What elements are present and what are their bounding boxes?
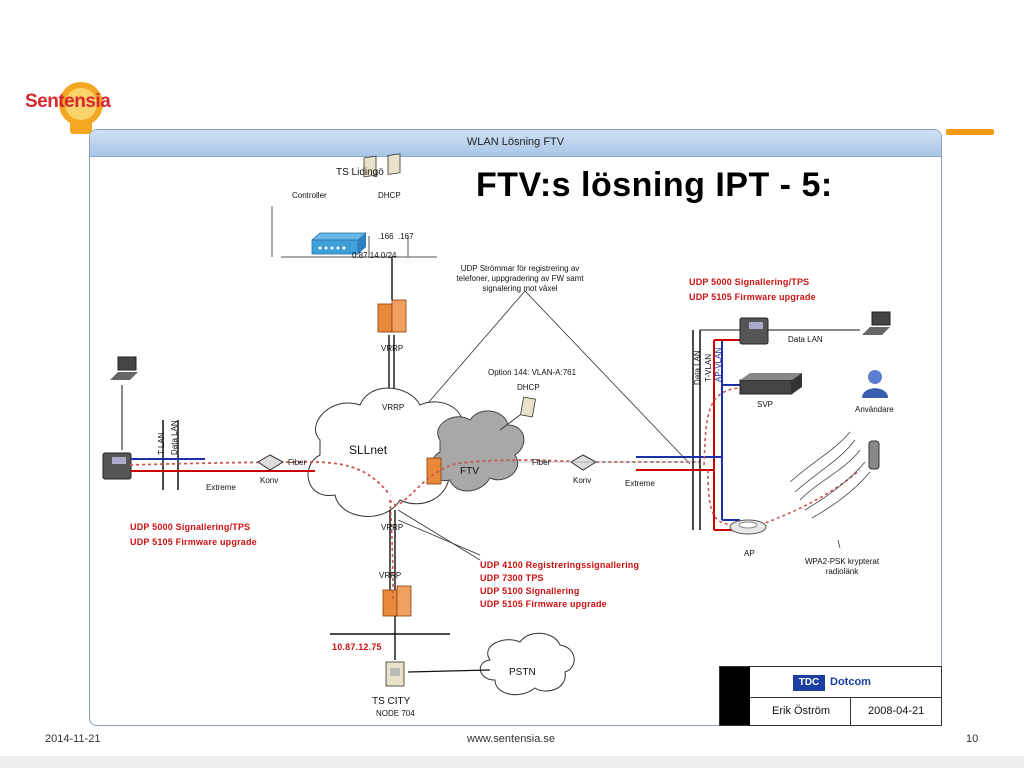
red-right-line-1: UDP 5000 Signallering/TPS (689, 277, 810, 287)
dotcom-brand: Dotcom (830, 676, 871, 688)
node-label: NODE 704 (376, 709, 415, 718)
wpa-label-line-1: WPA2-PSK krypterat (804, 557, 880, 566)
data-lan-left-label: Data LAN (170, 420, 179, 455)
controller-label: Controller (292, 191, 327, 200)
t-lan-label: T LAN (157, 432, 166, 455)
dhcp-mid-server-icon (520, 396, 536, 418)
ap-vlan-label: AP-VLAN (714, 347, 723, 382)
ts-lidingo-label: TS Lidingö (336, 167, 384, 178)
red-left-line-1: UDP 5000 Signallering/TPS (130, 522, 251, 532)
footer-url[interactable]: www.sentensia.se (467, 733, 556, 745)
tdc-brand: TDC (793, 675, 825, 691)
tdc-black-strip (720, 667, 750, 725)
vrrp-label-2: VRRP (382, 403, 405, 412)
laptop-left-icon (110, 356, 138, 380)
udp-note-line-3: signalering mot växel (482, 284, 558, 293)
extreme-right-label: Extreme (625, 479, 655, 488)
firewall-top-icon (377, 299, 407, 333)
ap-label: AP (744, 549, 755, 558)
red-right-line-2: UDP 5105 Firmware upgrade (689, 292, 816, 302)
ip-bottom-label: 10.87.12.75 (332, 642, 382, 652)
tdc-divider-h (750, 697, 941, 698)
konv-right-icon (570, 454, 598, 471)
dhcp-server-icon (363, 153, 401, 178)
udp-note-line-1: UDP Strömmar för registrering av (460, 264, 580, 273)
radio-waves-icon (789, 431, 871, 519)
data-lan-right-vertical-label: Data LAN (693, 350, 702, 385)
wireless-phone-icon (868, 440, 880, 470)
red-mid-line-3: UDP 5100 Signallering (480, 586, 580, 596)
option144-label: Option 144: VLAN-A:761 (488, 368, 577, 377)
red-mid-line-4: UDP 5105 Firmware upgrade (480, 599, 607, 609)
data-lan-horizontal-label: Data LAN (788, 335, 823, 344)
ftv-cloud-icon (430, 410, 525, 492)
date-label: 2008-04-21 (868, 705, 925, 717)
vrrp-label-4: VRRP (379, 571, 402, 580)
ts-city-switch-icon (385, 661, 405, 687)
access-point-icon (729, 519, 767, 535)
pstn-cloud-icon (480, 632, 575, 696)
fiber-left-label: Fiber (288, 458, 307, 467)
svp-label: SVP (757, 400, 774, 409)
fiber-right-label: Fiber (532, 458, 551, 467)
orange-accent-bar (946, 129, 994, 135)
konv-left-icon (257, 454, 285, 471)
vrrp-label-1: VRRP (381, 344, 404, 353)
author-label: Erik Öström (772, 705, 831, 717)
user-icon (862, 370, 888, 398)
laptop-right-icon (862, 311, 891, 335)
footer-bar (0, 756, 1024, 768)
konv-left-label: Konv (260, 476, 279, 485)
svp-device-icon (739, 373, 802, 395)
t-vlan-label: T-VLAN (704, 353, 713, 382)
vrrp-label-3: VRRP (381, 523, 404, 532)
dhcp-top-label: DHCP (378, 191, 401, 200)
window-title: WLAN Lösning FTV (466, 136, 565, 148)
firewall-bottom-icon (382, 585, 412, 617)
extreme-left-label: Extreme (206, 483, 236, 492)
sllnet-label: SLLnet (349, 443, 388, 457)
window-titlebar: WLAN Lösning FTV (90, 130, 941, 157)
footer-date: 2014-11-21 (45, 733, 101, 745)
red-mid-line-2: UDP 7300 TPS (480, 573, 544, 583)
konv-right-label: Konv (573, 476, 592, 485)
ip-167-label: .167 (398, 232, 414, 241)
phone-left-icon (102, 452, 132, 480)
red-mid-line-1: UDP 4100 Registreringssignallering (480, 560, 640, 570)
tdc-info-box: TDC Dotcom Erik Öström 2008-04-21 (719, 666, 942, 726)
pstn-label: PSTN (509, 667, 536, 678)
logo-text: Sentensia (25, 91, 111, 112)
dhcp-mid-label: DHCP (517, 383, 540, 392)
red-left-line-2: UDP 5105 Firmware upgrade (130, 537, 257, 547)
udp-note-line-2: telefoner, uppgradering av FW samt (456, 274, 584, 283)
anvandare-label: Användare (855, 405, 894, 414)
tdc-divider-v (850, 697, 851, 725)
controller-switch-icon (310, 232, 368, 255)
slide-title: FTV:s lösning IPT - 5: (476, 166, 833, 204)
wpa-label-line-2: radiolänk (825, 567, 859, 576)
ip-166-label: .166 (378, 232, 394, 241)
ftv-label: FTV (460, 466, 479, 477)
footer-page-number: 10 (966, 733, 979, 745)
subnet-top-label: 0.87.14.0/24 (352, 251, 397, 260)
sentensia-logo-icon (59, 82, 103, 134)
ts-city-label: TS CITY (372, 696, 411, 707)
firewall-ftv-icon (426, 457, 442, 485)
phone-right-icon (739, 317, 769, 345)
